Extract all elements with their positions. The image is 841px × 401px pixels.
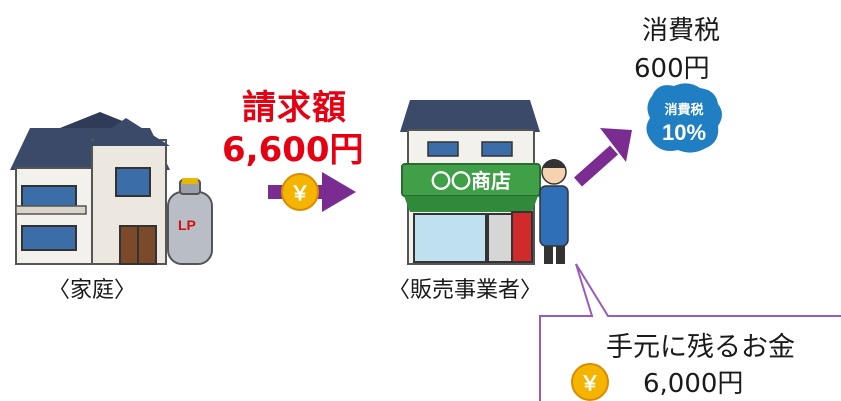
gas-cylinder-icon: LP [167, 178, 213, 265]
yen-coin-icon: ￥ [571, 363, 609, 401]
remaining-money-amount: 6,000円 [643, 369, 744, 399]
shop-icon: 〇〇商店 [400, 100, 541, 265]
household-label: 〈家庭〉 [48, 278, 137, 303]
seller-label: 〈販売事業者〉 [388, 278, 543, 303]
speech-bubble-icon [539, 263, 841, 401]
remaining-money-title: 手元に残るお金 [606, 332, 795, 363]
house-icon [10, 112, 170, 265]
tax-title: 消費税 [642, 16, 721, 46]
shop-sign: 〇〇商店 [431, 169, 511, 193]
tank-text: LP [178, 217, 196, 233]
coin-symbol: ￥ [580, 371, 600, 395]
yen-coin-icon: ￥ [281, 173, 319, 211]
tax-badge-line1: 消費税 [664, 102, 703, 118]
tax-badge-icon: 消費税 10% [646, 83, 722, 153]
arrow-up-right-icon [574, 128, 632, 187]
tax-badge-line2: 10% [662, 120, 706, 145]
tax-amount: 600円 [634, 54, 710, 84]
billing-amount: 6,600円 [222, 130, 364, 170]
coin-symbol: ￥ [290, 181, 310, 205]
billing-title: 請求額 [242, 88, 347, 128]
shopkeeper-icon [539, 159, 569, 264]
